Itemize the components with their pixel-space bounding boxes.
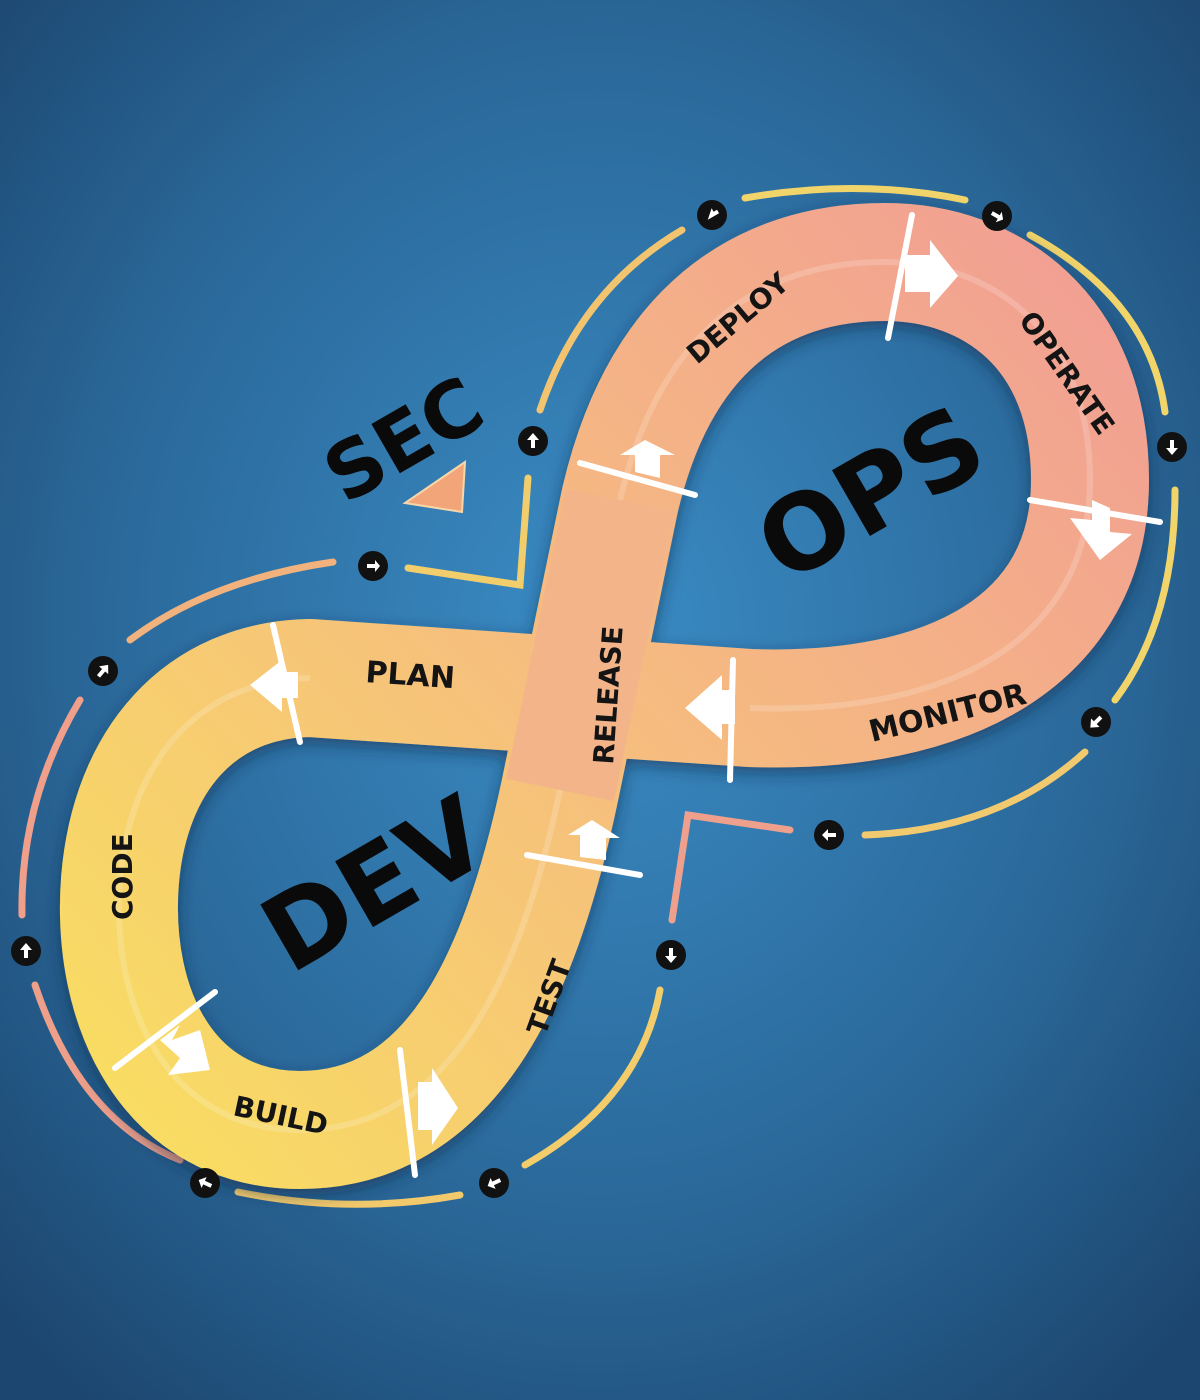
arc-arrow-icon [814,820,844,850]
arc-arrow-icon [982,201,1012,231]
band-highlight [116,258,1094,1134]
arrow-monitor-left-icon [685,675,735,740]
arc-arrow-icon [518,426,548,456]
release-band [506,488,674,802]
arrow-build-down-icon [160,1025,210,1075]
arrow-release-up-icon [620,440,675,478]
arc-arrow-icon [190,1168,220,1198]
stage-code-label: CODE [106,833,139,920]
arrow-plan-left-icon [250,660,298,712]
outer-arcs [18,184,1179,1208]
arrow-deploy-right-icon [905,240,958,308]
arc-arrow-icon [88,656,118,686]
arc-arrow-icon [11,936,41,966]
stage-plan-label: PLAN [364,655,456,696]
arc-arrow-icon [479,1168,509,1198]
arrow-operate-down-icon [1070,500,1132,560]
arc-arrow-icon [697,200,727,230]
arc-arrow-icon [1157,432,1187,462]
arrow-build-right-icon [418,1068,458,1145]
arc-arrow-icon [656,940,686,970]
arc-arrow-icon [358,551,388,581]
sec-pointer-triangle [402,460,467,514]
arc-arrow-icon [1081,707,1111,737]
flow-arrows [160,240,1132,1145]
outer-arc-arrow-icons [11,200,1187,1198]
arrow-test-up-icon [568,820,620,860]
